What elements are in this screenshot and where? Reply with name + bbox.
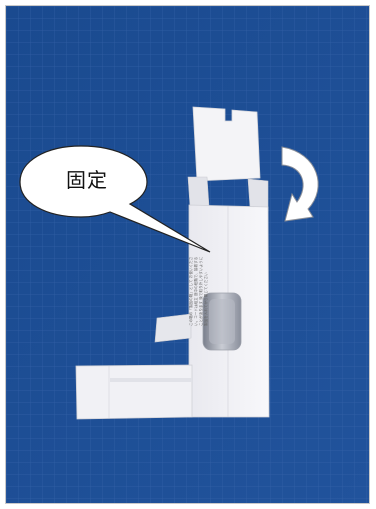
carton-top-tab (192, 106, 261, 182)
carton-bottom-arm (75, 364, 193, 420)
photo: 固定 この箱の「製品の箱」として お使いください。コードは組立 途中の段階で、接… (5, 5, 370, 504)
paper-carton (75, 106, 270, 420)
carton-glue-flap (154, 313, 192, 343)
callout-bubble (19, 145, 211, 253)
cutting-mat-grid (6, 6, 369, 503)
carton-printed-text: この箱の「製品の箱」として お使いください。コードは組立 途中の段階で、接着する… (189, 256, 208, 326)
callout-label: 固定 (66, 168, 108, 192)
carton-left-flap (187, 176, 210, 207)
photo-scene (6, 6, 369, 503)
curved-arrow-icon (281, 146, 319, 222)
